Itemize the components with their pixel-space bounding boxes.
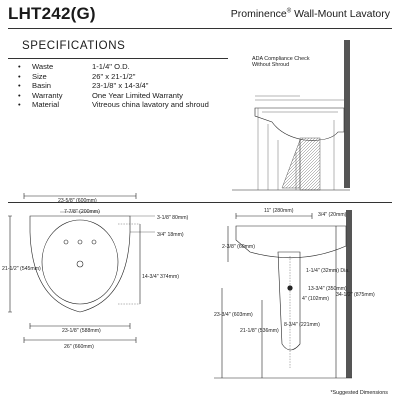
dim-top-overall: 23-5/8" (600mm) [58, 198, 97, 204]
spec-value: Vitreous china lavatory and shroud [92, 100, 209, 110]
top-view-bowl [41, 219, 119, 305]
specifications-list: • Waste 1-1/4" O.D. • Size 26" x 21-1/2" • Ba… [18, 62, 230, 110]
knee-clearance-zone [299, 137, 321, 191]
footnote: *Suggested Dimensions [330, 390, 388, 396]
dim-bottom-inner: 23-1/8" (588mm) [62, 328, 101, 334]
ada-basin-outline [254, 107, 345, 141]
side-shroud-outline [277, 251, 301, 351]
bullet-icon: • [18, 100, 21, 110]
waste-outlet-icon [287, 285, 293, 291]
side-wall-section [346, 210, 352, 378]
bullet-icon: • [18, 71, 21, 81]
dim-side-waste: 1-1/4" (32mm) Dia. [306, 268, 350, 274]
header-rule [8, 28, 392, 29]
spec-key: Size [32, 71, 47, 81]
dim-side-trap: 21-1/8" (536mm) [240, 328, 279, 334]
dim-basin-depth: 14-3/4" 374mm) [142, 274, 179, 280]
dim-side-outlet: 4" (102mm) [302, 296, 329, 302]
bullet-icon: • [18, 90, 21, 100]
spec-key: Waste [32, 62, 54, 71]
specifications-heading: SPECIFICATIONS [22, 40, 126, 52]
dim-faucet-spread: 7-7/8" (200mm) [64, 209, 100, 215]
dim-side-drain: 13-3/4" (350mm) [308, 286, 347, 292]
product-title: Prominence® Wall-Mount Lavatory [231, 8, 390, 20]
spec-key: Material [32, 100, 60, 110]
title-rest: Wall-Mount Lavatory [291, 8, 390, 20]
specifications-rule [8, 58, 228, 59]
bullet-icon: • [18, 81, 21, 91]
top-view-drawing: 23-5/8" (600mm) 7-7/8" (200mm) 3-1/8" 80… [2, 193, 189, 350]
dim-side-shroud: 8-3/4" (221mm) [284, 322, 320, 328]
dim-top-right-offset: 3-1/8" 80mm) [157, 215, 189, 221]
title-brand: Prominence [230, 8, 287, 20]
spec-row-waste: • Waste 1-1/4" O.D. [18, 62, 230, 72]
dim-side-height: 34-1/2" (875mm) [336, 292, 375, 298]
faucet-hole-icon [91, 239, 97, 245]
bullet-icon: • [18, 62, 21, 71]
spec-row-material: • Material Vitreous china lavatory and shr… [18, 100, 230, 110]
dim-bottom-overall: 26" (660mm) [64, 344, 94, 350]
spec-key: Basin [32, 81, 51, 91]
dim-left-height: 21-1/2" (545mm) [2, 266, 41, 272]
wall-section [344, 40, 350, 188]
spec-key: Warranty [32, 90, 63, 100]
spec-value: 1-1/4" O.D. [92, 62, 130, 71]
drain-icon [76, 260, 84, 268]
toe-clearance-zone [281, 139, 301, 189]
dim-side-floor: 23-3/4" (603mm) [214, 312, 253, 318]
ada-clearance-diagram [232, 40, 350, 191]
dim-side-wall: 3/4" (20mm) [318, 212, 347, 218]
side-basin-outline [235, 225, 347, 259]
top-view-outline [29, 215, 131, 313]
spec-row-warranty: • Warranty One Year Limited Warranty [18, 91, 230, 101]
spec-value: One Year Limited Warranty [92, 90, 183, 100]
faucet-hole-icon [63, 239, 69, 245]
ada-note-line1: ADA Compliance Check [252, 56, 310, 62]
spec-value: 26" x 21-1/2" [92, 71, 136, 81]
section-rule [8, 202, 392, 203]
dim-side-top: 11" (280mm) [264, 208, 294, 214]
spec-row-basin: • Basin 23-1/8" x 14-3/4" [18, 81, 230, 91]
dim-side-rim: 2-3/8" (60mm) [222, 244, 255, 250]
ada-note: ADA Compliance Check Without Shroud [252, 56, 310, 69]
registered-mark: ® [286, 8, 292, 15]
side-view-drawing: 11" (280mm) 3/4" (20mm) 2-3/8" (60mm) 1-… [214, 208, 375, 379]
spec-row-size: • Size 26" x 21-1/2" [18, 72, 230, 82]
model-number: LHT242(G) [8, 4, 96, 23]
faucet-hole-icon [77, 239, 83, 245]
ada-note-line2: Without Shroud [252, 62, 290, 69]
spec-value: 23-1/8" x 14-3/4" [92, 81, 149, 91]
dim-top-deck: 3/4" 18mm) [157, 232, 184, 238]
